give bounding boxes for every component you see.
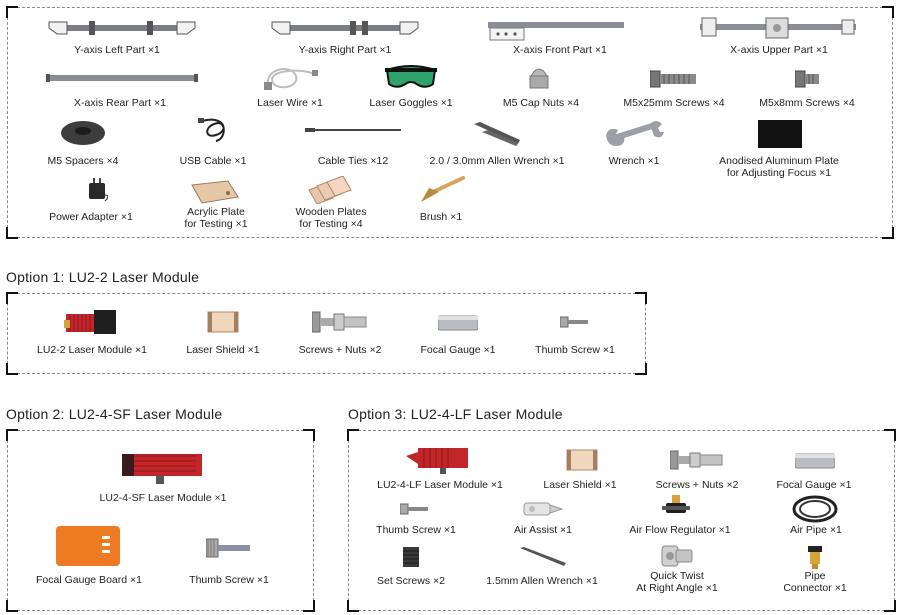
x-axis-rear-part-image [46,73,198,83]
label-line: Connector ×1 [783,582,847,594]
kit-item-label: Wrench ×1 [608,155,660,167]
focal-gauge-image [795,452,835,470]
lu2-4-lf-laser-module-image [404,446,470,476]
label-line: for Testing ×1 [184,218,248,230]
lu2-4-sf-laser-module-image [120,452,204,486]
option3-item-label: Pipe Connector ×1 [783,570,846,594]
m5x8mm-screw-image [795,70,821,88]
kit-item-label: Wooden Plates for Testing ×4 [295,206,366,230]
option3-item-label: Air Pipe ×1 [790,524,842,536]
label-line: At Right Angle ×1 [636,582,718,594]
kit-item-label: M5x8mm Screws ×4 [759,97,855,109]
power-adapter-image [86,177,108,203]
anodised-aluminum-plate-image [758,120,802,148]
kit-item-label: Laser Goggles ×1 [369,97,453,109]
kit-item-label: Power Adapter ×1 [49,211,133,223]
quick-twist-right-angle-image [660,542,694,570]
kit-item-label: Laser Wire ×1 [257,97,323,109]
wrench-image [604,120,664,146]
option2-item-label: Thumb Screw ×1 [189,574,269,586]
kit-item-label: Y-axis Right Part ×1 [298,44,392,56]
option1-title: Option 1: LU2-2 Laser Module [6,269,200,285]
kit-item-label: X-axis Front Part ×1 [513,44,607,56]
option2-box [6,429,315,612]
laser-goggles-image [383,64,439,92]
option3-item-label: Thumb Screw ×1 [376,524,456,536]
laser-wire-image [262,62,320,94]
label-line: Quick Twist [650,570,704,582]
option3-item-label: Air Flow Regulator ×1 [629,524,731,536]
label-line: for Testing ×4 [299,218,363,230]
kit-item-label: M5 Cap Nuts ×4 [502,97,580,109]
option3-box [347,429,896,612]
option2-item-label: Focal Gauge Board ×1 [36,574,142,586]
x-axis-front-part-image [488,20,624,42]
wooden-plates-image [307,176,353,204]
air-assist-image [522,499,564,519]
option2-title: Option 2: LU2-4-SF Laser Module [6,406,223,422]
m5-spacer-image [60,120,106,146]
label-line: Anodised Aluminum Plate [719,155,839,167]
thumb-screw-image [206,538,252,558]
option3-item-label: Set Screws ×2 [377,575,445,587]
acrylic-plate-image [188,179,240,205]
label-line: for Adjusting Focus ×1 [726,167,832,179]
kit-item-label: M5 Spacers ×4 [47,155,119,167]
option2-item-label: LU2-4-SF Laser Module ×1 [99,492,227,504]
m5x25mm-screw-image [650,70,698,88]
focal-gauge-board-image [56,526,122,568]
option3-item-label: LU2-4-LF Laser Module ×1 [377,479,503,491]
usb-cable-image [196,115,230,145]
option1-item-label: Screws + Nuts ×2 [298,344,382,356]
option1-item-label: Laser Shield ×1 [186,344,260,356]
y-axis-left-part-image [47,18,197,40]
air-flow-regulator-image [662,495,692,521]
air-pipe-image [792,495,838,523]
kit-item-label: Brush ×1 [419,211,463,223]
kit-item-label: Cable Ties ×12 [317,155,389,167]
option1-item-label: Thumb Screw ×1 [535,344,615,356]
kit-item-label: M5x25mm Screws ×4 [623,97,725,109]
option1-box [6,292,647,375]
screws-nuts-image [670,449,724,471]
kit-item-label: X-axis Rear Part ×1 [74,97,166,109]
option3-item-label: Screws + Nuts ×2 [655,479,739,491]
label-line: Acrylic Plate [187,206,245,218]
lu2-2-laser-module-image [64,308,120,336]
option3-item-label: Quick Twist At Right Angle ×1 [636,570,717,594]
kit-item-label: Acrylic Plate for Testing ×1 [184,206,247,230]
label-line: Wooden Plates [295,206,367,218]
kit-item-label: USB Cable ×1 [179,155,247,167]
allen-wrench-image [518,546,568,566]
label-line: Pipe [804,570,826,582]
y-axis-right-part-image [270,18,420,40]
thumb-screw-image [560,316,590,328]
kit-item-label: Y-axis Left Part ×1 [74,44,160,56]
focal-gauge-image [438,314,478,332]
option1-item-label: LU2-2 Laser Module ×1 [36,344,148,356]
thumb-screw-image [400,503,430,515]
option1-item-label: Focal Gauge ×1 [420,344,496,356]
kit-contents-box [6,6,894,239]
set-screw-image [401,545,421,569]
kit-item-label: X-axis Upper Part ×1 [730,44,828,56]
option3-item-label: Laser Shield ×1 [543,479,617,491]
kit-item-label: Anodised Aluminum Plate for Adjusting Fo… [719,155,839,179]
screws-nuts-image [312,310,368,334]
option3-item-label: 1.5mm Allen Wrench ×1 [486,575,598,587]
laser-shield-image [565,448,599,472]
brush-image [415,176,467,206]
x-axis-upper-part-image [700,16,856,40]
cable-tie-image [305,126,403,134]
option3-title: Option 3: LU2-4-LF Laser Module [348,406,563,422]
laser-shield-image [206,310,240,334]
kit-item-label: 2.0 / 3.0mm Allen Wrench ×1 [429,155,565,167]
option3-item-label: Focal Gauge ×1 [776,479,852,491]
pipe-connector-image [806,544,824,570]
allen-wrench-image [470,120,526,146]
m5-cap-nut-image [528,66,550,90]
option3-item-label: Air Assist ×1 [513,524,573,536]
